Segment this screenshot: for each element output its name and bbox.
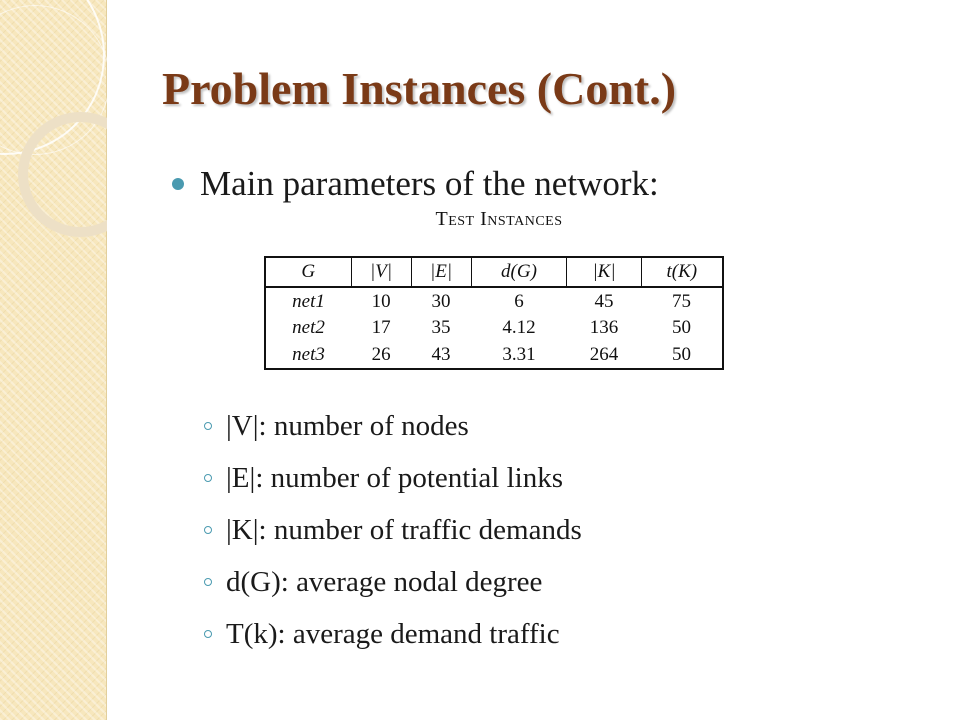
table-header-cell: d(G) <box>470 258 567 288</box>
table-cell: 3.31 <box>502 343 536 365</box>
table-cell: 17 <box>371 316 391 338</box>
table-header-cell: |E| <box>410 258 472 288</box>
table-cell: 10 <box>371 291 391 312</box>
table-header-cell: |K| <box>566 258 642 288</box>
list-item: d(G): average nodal degree <box>204 556 582 608</box>
slide-title: Problem Instances (Cont.) <box>162 63 677 114</box>
table-cell: 264 <box>589 343 619 365</box>
table-cell: 35 <box>431 316 451 338</box>
table-caption: Test Instances <box>435 208 563 230</box>
list-item-text: |E|: number of potential links <box>226 461 563 494</box>
table-cell: 45 <box>594 291 614 312</box>
parameters-table-grid: G |V| |E| d(G) |K| t(K) net1 10 30 6 45 … <box>266 258 722 368</box>
table-cell: 136 <box>589 316 619 338</box>
ring-bullet-icon <box>204 578 212 586</box>
list-item: T(k): average demand traffic <box>204 608 582 660</box>
table-cell: 75 <box>672 291 692 312</box>
list-item: |V|: number of nodes <box>204 400 582 452</box>
table-cell: 4.12 <box>502 316 536 338</box>
table-cell: 26 <box>371 343 391 365</box>
table-cell: 50 <box>672 343 692 365</box>
ring-bullet-icon <box>204 422 212 430</box>
table-cell: 6 <box>514 291 524 312</box>
table-cell: 30 <box>431 291 451 312</box>
list-item-text: |K|: number of traffic demands <box>226 513 582 546</box>
table-header-cell: |V| <box>350 258 412 288</box>
bullet-dot-icon <box>172 178 184 190</box>
table-cell: net3 <box>292 343 325 365</box>
list-item: |E|: number of potential links <box>204 452 582 504</box>
ring-bullet-icon <box>204 630 212 638</box>
decorative-rings <box>0 0 107 300</box>
list-item: |K|: number of traffic demands <box>204 504 582 556</box>
table-row: net3 26 43 3.31 264 50 <box>266 341 722 368</box>
table-header-cell: G <box>266 258 352 288</box>
table-cell: net1 <box>292 291 325 312</box>
table-cell: 50 <box>672 316 692 338</box>
decorative-ring <box>18 112 107 237</box>
table-cell: 43 <box>431 343 451 365</box>
list-item-text: |V|: number of nodes <box>226 409 469 442</box>
parameters-table: G |V| |E| d(G) |K| t(K) net1 10 30 6 45 … <box>264 256 724 370</box>
table-cell: net2 <box>292 316 325 338</box>
ring-bullet-icon <box>204 474 212 482</box>
table-row: net2 17 35 4.12 136 50 <box>266 314 722 341</box>
main-bullet: Main parameters of the network: <box>172 164 659 204</box>
definitions-list: |V|: number of nodes |E|: number of pote… <box>204 400 582 660</box>
list-item-text: d(G): average nodal degree <box>226 565 543 598</box>
list-item-text: T(k): average demand traffic <box>226 617 560 650</box>
table-header-cell: t(K) <box>640 258 722 288</box>
ring-bullet-icon <box>204 526 212 534</box>
main-bullet-text: Main parameters of the network: <box>200 164 659 203</box>
table-row: net1 10 30 6 45 75 <box>266 287 722 314</box>
table-header-row: G |V| |E| d(G) |K| t(K) <box>266 258 722 288</box>
